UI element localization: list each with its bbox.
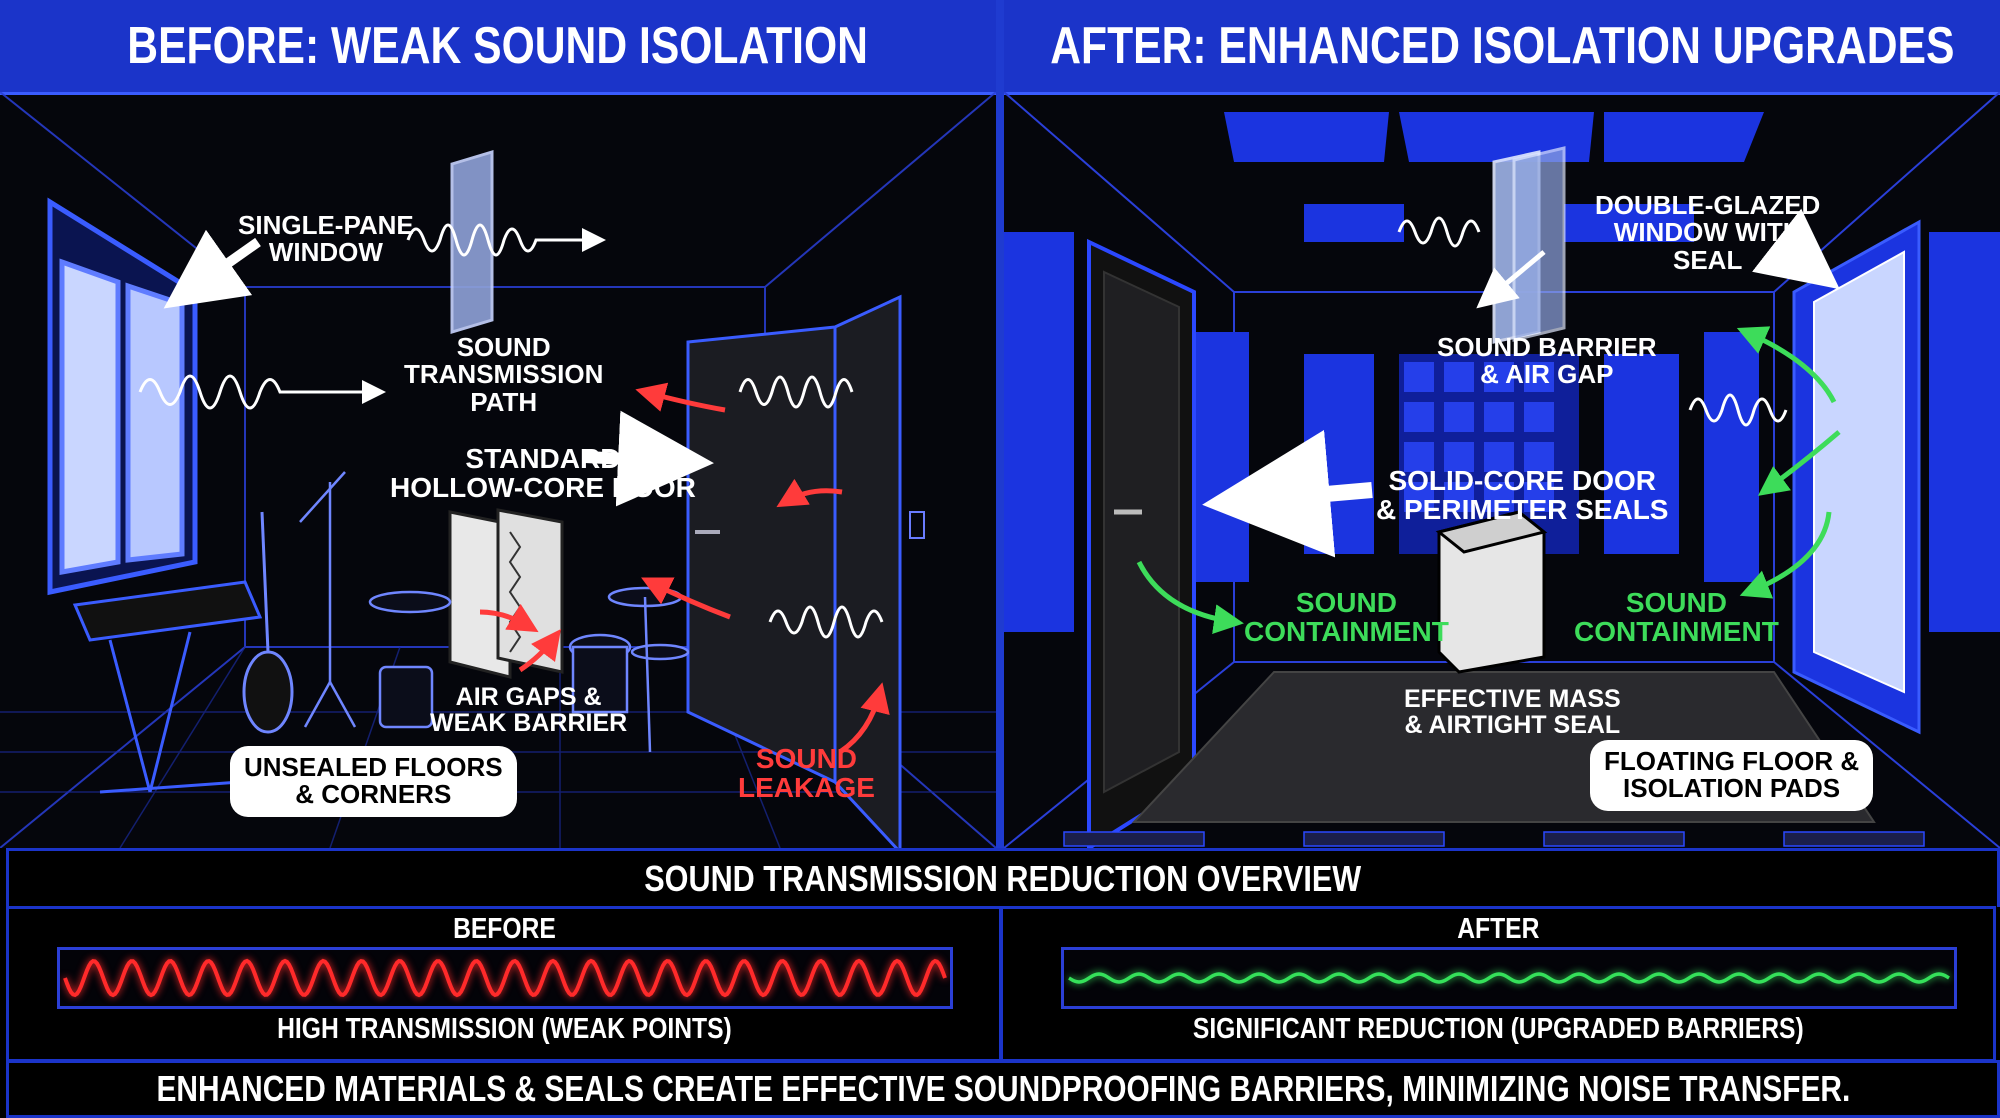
green-transmission-wave [1068, 972, 1950, 984]
before-title: BEFORE: WEAK SOUND ISOLATION [127, 17, 869, 75]
label-sound-barrier: SOUND BARRIER& AIR GAP [1437, 332, 1657, 390]
double-glazed-window [1792, 219, 1921, 735]
overview-section: SOUND TRANSMISSION REDUCTION OVERVIEW BE… [0, 848, 2000, 1118]
keyboard [72, 580, 263, 794]
mass-block [1435, 510, 1548, 674]
diffuser-panel [1399, 354, 1579, 554]
overview-before-cell: BEFORE HIGH TRANSMISSION (WEAK POINTS) [6, 906, 1002, 1062]
overview-after-label: AFTER [1456, 913, 1540, 945]
guitar [242, 511, 294, 734]
before-room-illustration [0, 92, 996, 848]
hollow-core-door [686, 294, 925, 848]
after-header: AFTER: ENHANCED ISOLATION UPGRADES [1004, 0, 2000, 95]
mic-stand [299, 471, 357, 728]
overview-title-bar: SOUND TRANSMISSION REDUCTION OVERVIEW [6, 848, 2000, 907]
solid-core-door [1087, 238, 1196, 848]
overview-after-caption: SIGNIFICANT REDUCTION (UPGRADED BARRIERS… [1192, 1013, 1804, 1045]
callout-floating-floor: FLOATING FLOOR &ISOLATION PADS [1590, 740, 1874, 811]
ceiling-panels [1224, 112, 1764, 242]
label-effective-mass: EFFECTIVE MASS& AIRTIGHT SEAL [1404, 685, 1621, 740]
label-solid-core-door: SOLID-CORE DOOR& PERIMETER SEALS [1376, 465, 1669, 526]
callout-unsealed-floors: UNSEALED FLOORS& CORNERS [230, 746, 517, 817]
after-room-illustration [1004, 92, 2000, 848]
single-pane-window [47, 197, 198, 596]
drum-kit [368, 586, 690, 753]
red-transmission-wave [63, 958, 947, 998]
overview-before-label: BEFORE [452, 913, 556, 945]
after-title: AFTER: ENHANCED ISOLATION UPGRADES [1049, 17, 1955, 75]
label-air-gaps: AIR GAPS &WEAK BARRIER [430, 683, 628, 738]
before-panel: BEFORE: WEAK SOUND ISOLATION [0, 0, 996, 848]
overview-after-cell: AFTER SIGNIFICANT REDUCTION (UPGRADED BA… [1000, 906, 1996, 1062]
after-wave-box [1061, 947, 1957, 1009]
acoustic-wall-panels [1004, 232, 2000, 632]
footer-text: ENHANCED MATERIALS & SEALS CREATE EFFECT… [156, 1068, 1850, 1109]
overview-title: SOUND TRANSMISSION REDUCTION OVERVIEW [644, 858, 1362, 899]
panel-divider [996, 0, 1004, 848]
before-header: BEFORE: WEAK SOUND ISOLATION [0, 0, 996, 95]
overview-before-caption: HIGH TRANSMISSION (WEAK POINTS) [276, 1013, 732, 1045]
after-panel: AFTER: ENHANCED ISOLATION UPGRADES [1004, 0, 2000, 848]
footer-bar: ENHANCED MATERIALS & SEALS CREATE EFFECT… [6, 1060, 2000, 1118]
before-wave-box [57, 947, 953, 1009]
